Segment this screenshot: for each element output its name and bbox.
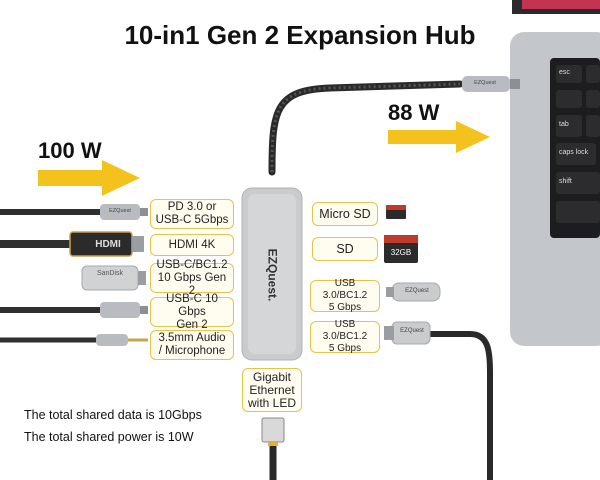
key-shift: shift [559, 178, 572, 185]
arrows [38, 121, 490, 196]
output-power-label: 88 W [388, 100, 440, 125]
flash-drive-text: SanDisk [96, 270, 124, 277]
port-label-line: Ethernet [249, 382, 295, 397]
shared-data-note: The total shared data is 10Gbps [24, 408, 202, 422]
shared-power-note: The total shared power is 10W [24, 430, 194, 444]
port-label-line: USB-C 10 Gbps [166, 292, 218, 318]
ethernet-cable [261, 417, 285, 480]
port-label-hdmi: HDMI 4K [150, 234, 234, 256]
page-title: 10-in1 Gen 2 Expansion Hub [124, 20, 476, 50]
hub [241, 187, 303, 361]
port-label-line: HDMI 4K [168, 238, 216, 251]
port-label-line: with LED [247, 395, 297, 410]
hub-brand: EZQuest. [256, 230, 288, 320]
port-label-line: / Microphone [158, 345, 226, 357]
usb-drive-text: EZQuest [405, 288, 429, 294]
port-label-line: USB-C/BC1.2 [156, 258, 228, 271]
port-label-line: SD [336, 241, 354, 256]
hdmi-plug-text: HDMI [95, 238, 121, 250]
port-label-line: USB 3.0/BC1.2 [322, 278, 368, 301]
port-label-line: USB 3.0/BC1.2 [322, 319, 368, 342]
port-label-sd: SD [312, 237, 378, 261]
port-label-line: 5 Gbps [328, 302, 362, 313]
host-cable [268, 76, 520, 176]
hub-brand-text: EZQuest. [265, 248, 279, 302]
host-plug-text: EZQuest [474, 80, 496, 86]
port-label-line: Gen 2 [176, 318, 208, 331]
port-label-line: 3.5mm Audio [158, 332, 226, 344]
port-label-line: Micro SD [319, 206, 371, 221]
left-cables [0, 204, 148, 346]
port-label-audio: 3.5mm Audio/ Microphone [150, 330, 234, 360]
key-esc: esc [559, 69, 570, 76]
usb-cable-right [430, 331, 493, 480]
usb-plug-text: EZQuest [400, 328, 424, 334]
port-label-line: 5 Gbps [328, 343, 362, 354]
right-devices [384, 205, 441, 345]
key-tab: tab [559, 121, 569, 128]
port-label-line: Gigabit [252, 369, 292, 384]
key-caps-lock: caps lock [559, 149, 589, 156]
port-label-line: PD 3.0 or [167, 201, 217, 213]
input-power-label: 100 W [38, 138, 102, 163]
port-label-line: USB-C 5Gbps [155, 214, 229, 226]
port-label-line: 10 Gbps Gen 2 [157, 271, 227, 297]
usb-c-plug-text: EZQuest [109, 208, 131, 214]
laptop [510, 0, 600, 346]
port-label-micro-sd: Micro SD [312, 202, 378, 226]
sd-card-text: 32GB [390, 248, 412, 257]
